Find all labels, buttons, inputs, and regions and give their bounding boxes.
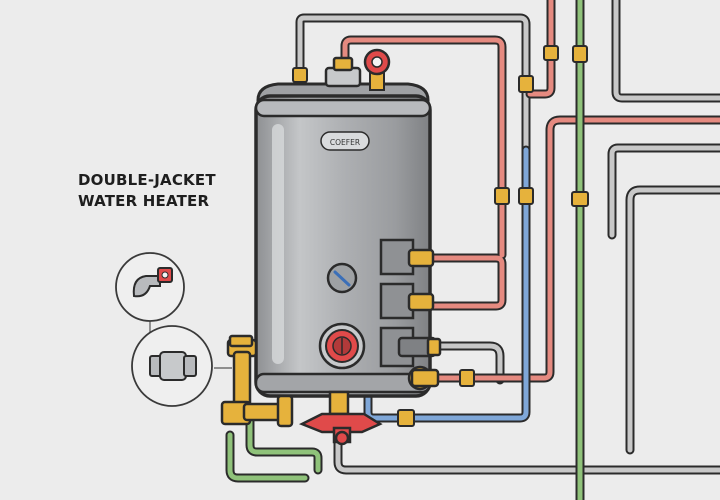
cold-water-pipes — [363, 145, 531, 423]
top-connections — [324, 56, 362, 88]
pipe-fittings — [292, 45, 589, 427]
inset-leaders — [149, 320, 232, 369]
burner-access-icon — [318, 322, 366, 370]
brand-badge — [320, 131, 370, 151]
pump-icon — [115, 252, 185, 322]
fitting-hot-bottom — [459, 369, 475, 387]
fitting-green-mid — [571, 191, 589, 207]
fitting-cold-vertical — [518, 187, 534, 205]
relief-valve-icon — [407, 365, 440, 391]
water-heater-tank — [254, 82, 432, 398]
title-line-2: WATER HEATER — [78, 192, 210, 210]
control-box-upper — [379, 238, 415, 276]
left-plumbing — [220, 334, 294, 428]
union-fitting-icon — [131, 325, 213, 407]
gray-pipes — [295, 0, 720, 475]
fitting-hot-top — [543, 45, 559, 61]
hot-water-pipes — [340, 0, 720, 383]
fitting-cold-top — [518, 75, 534, 93]
fitting-gray-top — [292, 67, 308, 83]
drain-valve-icon — [298, 390, 383, 446]
title-line-1: DOUBLE-JACKET — [78, 171, 216, 189]
thermostat-dial-icon — [326, 262, 358, 294]
fitting-cold-bottom — [397, 409, 415, 427]
brand-badge-text: COEFER — [330, 138, 360, 147]
fitting-hot-vertical — [494, 187, 510, 205]
fitting-green-top — [572, 45, 588, 63]
pressure-gauge-icon — [363, 48, 391, 91]
ground-pipes — [225, 0, 585, 500]
side-control-boxes — [379, 238, 442, 368]
diagram-title: DOUBLE-JACKET WATER HEATER — [78, 170, 216, 212]
control-box-middle — [379, 282, 415, 320]
